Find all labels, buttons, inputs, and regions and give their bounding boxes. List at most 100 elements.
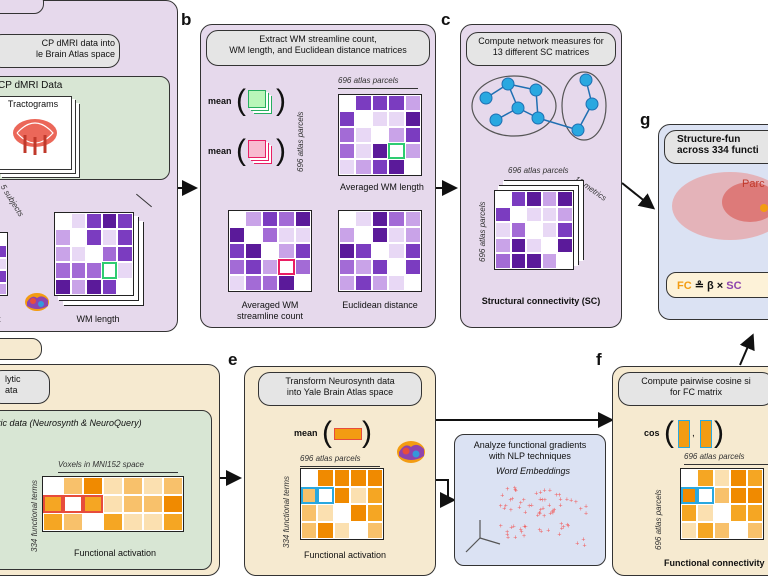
embedding-point: + xyxy=(500,493,504,500)
matrix-cell xyxy=(388,243,405,259)
embedding-point: + xyxy=(522,533,526,540)
matrix-cell xyxy=(55,245,71,263)
panel-d-inner-title: tic data (Neurosynth & NeuroQuery) xyxy=(0,418,142,428)
matrix-cell xyxy=(86,245,102,263)
matrix-cell xyxy=(143,495,163,513)
brain-surface-icon xyxy=(672,172,768,240)
matrix-cell xyxy=(697,504,714,522)
cap-euclidean: Euclidean distance xyxy=(342,300,418,310)
matrix-cell xyxy=(713,486,731,504)
embedding-point: + xyxy=(574,499,578,506)
cap-e: Functional activation xyxy=(303,550,387,560)
comma: , xyxy=(692,428,695,439)
matrix-cell xyxy=(294,243,311,259)
embedding-point: + xyxy=(499,523,503,530)
matrix-cell xyxy=(0,270,7,283)
embedding-point: + xyxy=(581,537,585,544)
matrix-cell xyxy=(117,229,133,246)
cap-f: Functional connectivity xyxy=(664,558,765,568)
embedding-point: + xyxy=(505,531,509,538)
matrix-cell xyxy=(355,259,372,275)
panel-a-tab xyxy=(0,0,44,14)
matrix-cell xyxy=(557,253,573,269)
matrix-cell xyxy=(229,227,246,243)
matrix-a-partial xyxy=(0,232,8,296)
matrix-cell xyxy=(294,259,311,275)
embedding-point: + xyxy=(542,513,546,520)
matrix-cell xyxy=(333,521,351,539)
matrix-cell xyxy=(70,278,87,295)
formula-sc: SC xyxy=(726,280,742,292)
matrix-cell xyxy=(101,262,118,279)
embedding-point: + xyxy=(512,524,516,531)
embedding-point: + xyxy=(554,492,558,499)
embedding-point: + xyxy=(559,521,563,528)
embedding-point: + xyxy=(551,510,555,517)
matrix-cell xyxy=(245,227,262,243)
matrix-functional-activation-voxel xyxy=(42,476,184,532)
embedding-point: + xyxy=(583,542,587,549)
embedding-point: + xyxy=(504,503,508,510)
matrix-cell xyxy=(261,211,279,227)
mean-label-e: mean xyxy=(294,428,318,438)
cap-avg-length: Averaged WM length xyxy=(340,182,424,192)
embedding-point: + xyxy=(539,490,543,497)
embedding-point: + xyxy=(538,497,542,504)
panel-b-letter: b xyxy=(181,10,192,29)
embedding-point: + xyxy=(509,525,513,532)
matrix-cell xyxy=(681,486,698,504)
matrix-cell xyxy=(388,111,405,127)
embedding-point: + xyxy=(508,497,512,504)
matrix-functional-activation-parcel xyxy=(300,468,384,540)
matrix-cell xyxy=(510,206,527,223)
formula-fc: FC xyxy=(677,280,692,292)
embedding-point: + xyxy=(538,510,542,517)
embedding-point: + xyxy=(569,498,573,505)
matrix-cell xyxy=(350,486,367,504)
brain-atlas-icon xyxy=(25,293,49,311)
matrix-cell xyxy=(388,275,405,291)
panel-nlp xyxy=(454,434,606,566)
matrix-cell xyxy=(117,278,133,295)
panel-d-terms: 334 functional terms xyxy=(30,479,39,552)
matrix-cell xyxy=(123,477,143,495)
matrix-cell xyxy=(510,191,527,207)
matrix-cell xyxy=(388,95,405,111)
matrix-cell xyxy=(404,211,421,227)
embedding-point: + xyxy=(557,492,561,499)
embedding-point: + xyxy=(505,486,509,493)
panel-a-cap-left: t xyxy=(0,314,1,324)
panel-g-letter: g xyxy=(640,110,651,129)
matrix-cell xyxy=(371,95,389,111)
matrix-cell xyxy=(355,95,372,111)
embedding-point: + xyxy=(499,503,503,510)
matrix-cell xyxy=(339,127,356,143)
tractogram-card: Tractograms xyxy=(0,96,72,170)
matrix-cell xyxy=(541,222,558,238)
matrix-cell xyxy=(261,243,279,259)
matrix-cell xyxy=(339,227,356,243)
embedding-point: + xyxy=(575,541,579,548)
panel-b-parcels-top: 696 atlas parcels xyxy=(338,76,399,85)
matrix-cell xyxy=(366,486,383,504)
matrix-cell xyxy=(55,213,71,230)
matrix-cell xyxy=(317,486,334,504)
matrix-cell xyxy=(278,211,295,227)
matrix-cell xyxy=(404,275,421,291)
embedding-point: + xyxy=(552,507,556,514)
tractogram-label: Tractograms xyxy=(7,99,59,109)
matrix-cell xyxy=(101,278,118,295)
matrix-cell xyxy=(730,521,747,539)
brain-atlas-icon-e xyxy=(397,441,425,463)
matrix-cell xyxy=(404,159,421,175)
matrix-cell xyxy=(366,521,383,539)
embedding-point: + xyxy=(543,497,547,504)
cos-label: cos xyxy=(644,428,660,438)
matrix-cell xyxy=(371,111,389,127)
matrix-cell xyxy=(541,253,558,269)
matrix-cell xyxy=(301,504,318,522)
matrix-cell xyxy=(371,127,389,143)
matrix-cell xyxy=(355,243,372,259)
